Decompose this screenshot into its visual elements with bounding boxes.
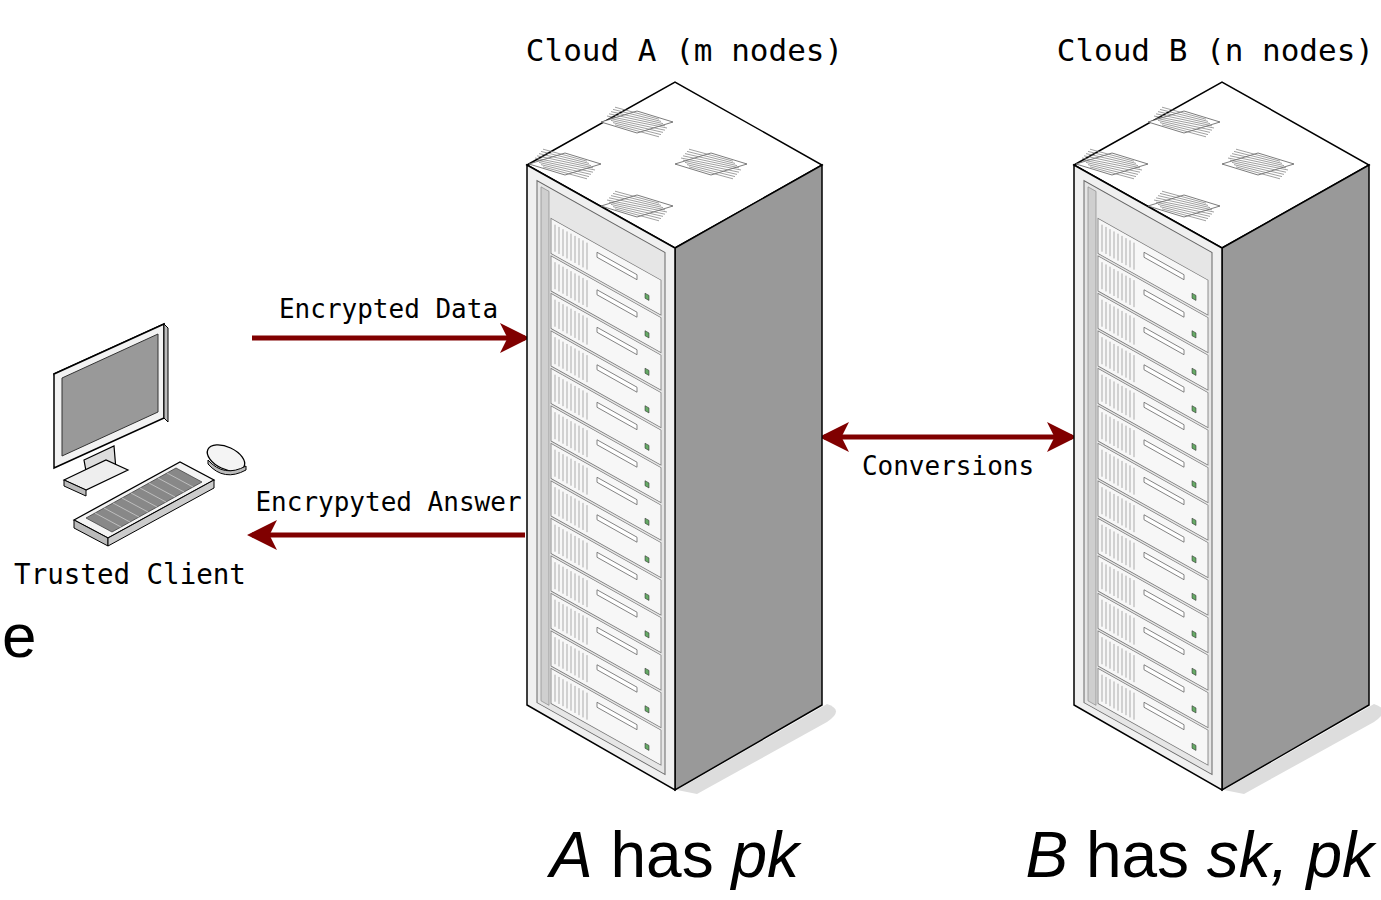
server-rack: Cloud A (m nodes)A has pk xyxy=(527,82,822,790)
text-part: A xyxy=(550,819,593,891)
cloud-heading: Cloud A (m nodes) xyxy=(526,32,843,68)
slide-fragment: e xyxy=(2,600,36,671)
text-part: B xyxy=(1025,819,1068,891)
server-rack: Cloud B (n nodes)B has sk, pk xyxy=(1074,82,1369,790)
text-part: sk, xyxy=(1207,819,1289,891)
data-arrow xyxy=(824,435,1072,440)
text-part: has xyxy=(1086,819,1189,891)
client-computer: Trusted Client xyxy=(10,320,250,600)
arrow-label: Encrypted Data xyxy=(277,294,500,324)
arrow-label: Conversions xyxy=(860,451,1036,481)
arrow-label: Encrypyted Answer xyxy=(253,487,523,517)
text-part: pk xyxy=(1306,819,1374,891)
data-arrow xyxy=(252,533,525,538)
client-label: Trusted Client xyxy=(14,558,246,590)
data-arrow xyxy=(252,336,525,341)
text-part: has xyxy=(610,819,713,891)
key-note: A has pk xyxy=(550,818,799,892)
text-part: pk xyxy=(731,819,799,891)
rack-illustration xyxy=(527,82,822,790)
rack-illustration xyxy=(1074,82,1369,790)
key-note: B has sk, pk xyxy=(1025,818,1374,892)
cloud-heading: Cloud B (n nodes) xyxy=(1057,32,1374,68)
